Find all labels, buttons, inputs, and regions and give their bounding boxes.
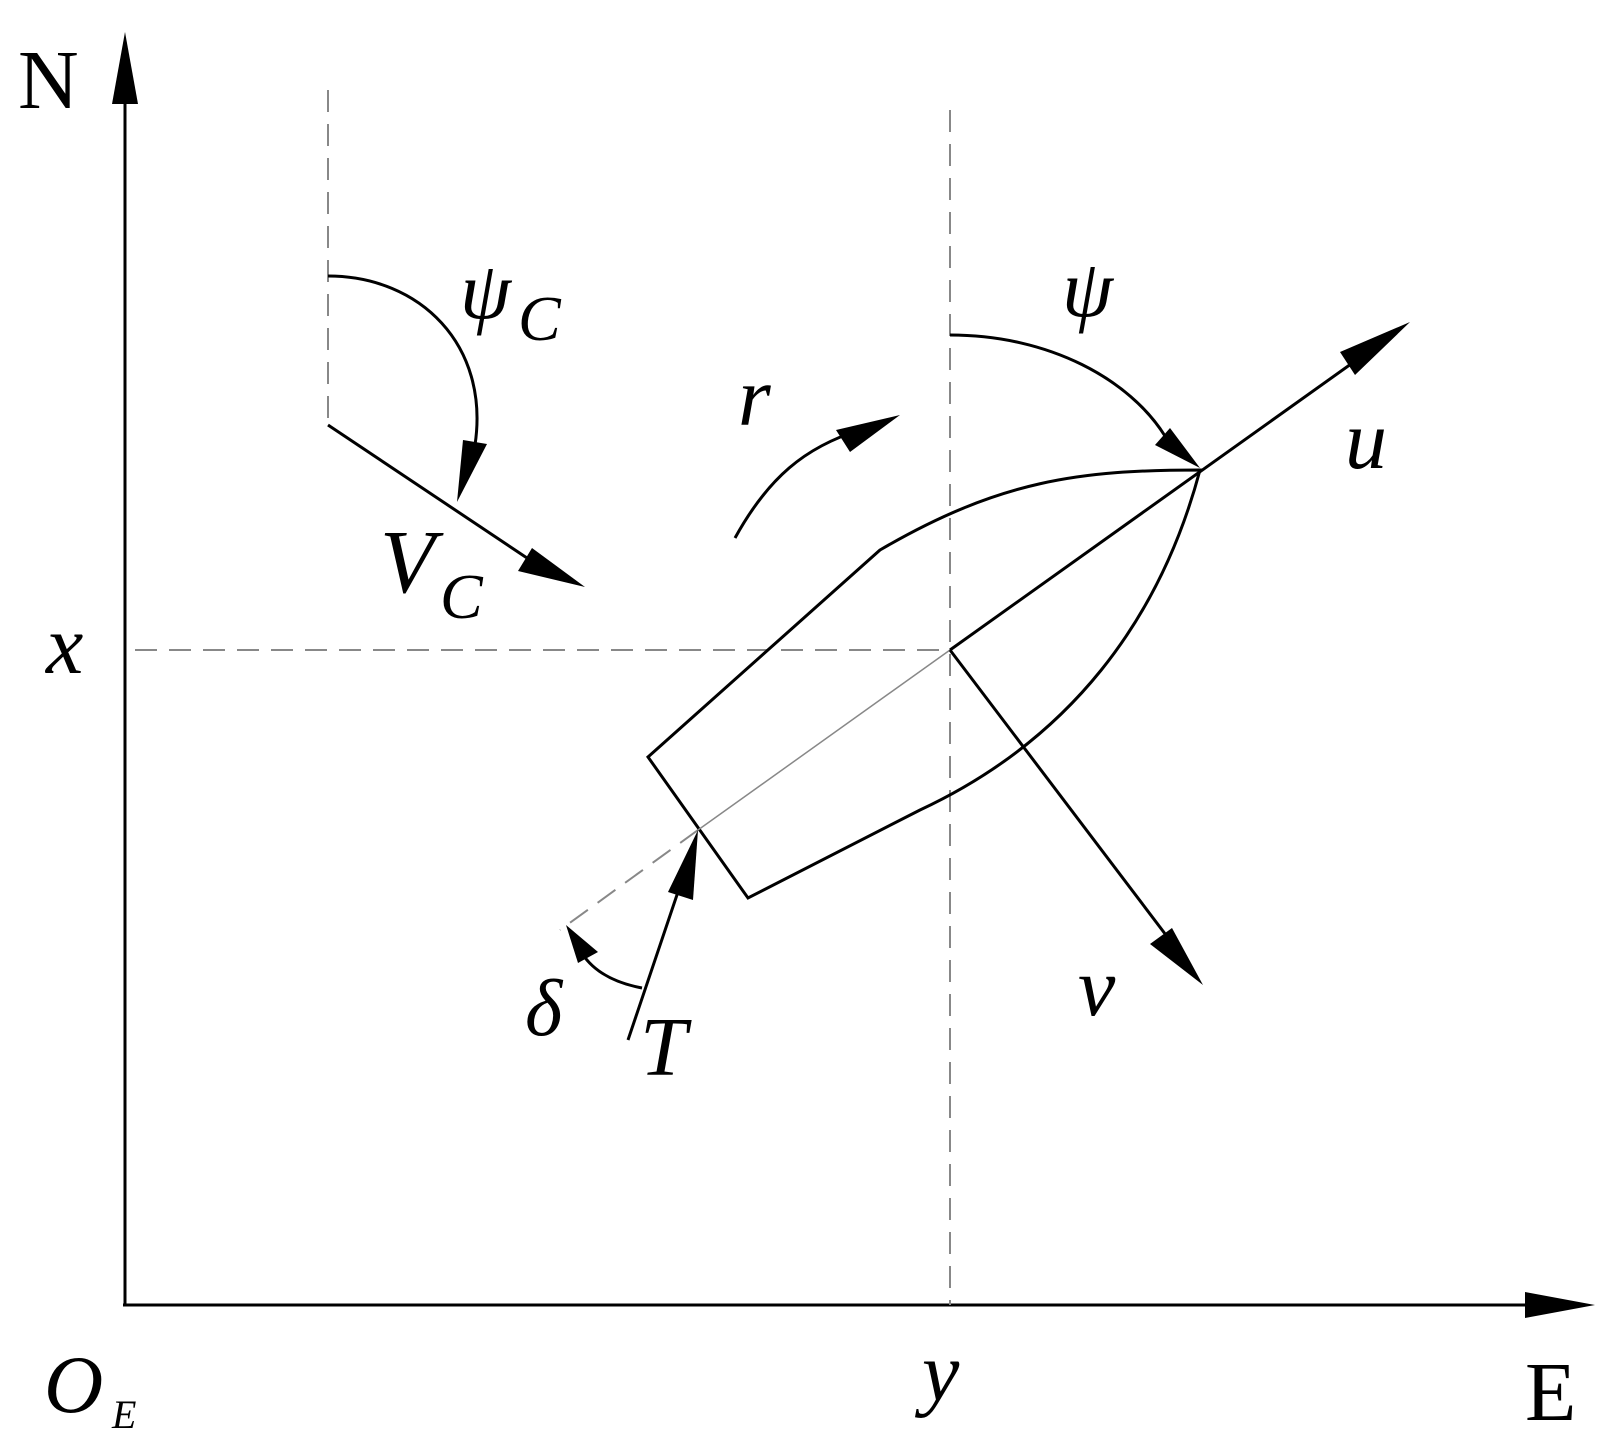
- east-label: E: [1525, 1346, 1576, 1431]
- north-label: N: [18, 34, 79, 127]
- current-angle-arrowhead: [457, 440, 487, 502]
- north-axis-arrowhead: [112, 32, 138, 104]
- east-axis-arrowhead: [1525, 1292, 1595, 1318]
- yaw-rate-label: r: [738, 351, 771, 444]
- current-angle-arc: [327, 274, 479, 446]
- current-velocity-subscript: C: [440, 561, 484, 632]
- thrust-arrowhead: [668, 830, 698, 900]
- thrust-angle-arrowhead: [566, 925, 598, 963]
- x-axis-value-label: x: [44, 599, 83, 692]
- current-angle-subscript: C: [518, 283, 562, 354]
- origin-subscript: E: [111, 1392, 136, 1431]
- surge-label: u: [1345, 394, 1387, 487]
- sway-arrowhead: [1150, 928, 1203, 985]
- current-velocity-vector: [327, 423, 546, 572]
- sway-axis: [948, 649, 1174, 944]
- yaw-rate-arc: [733, 428, 861, 539]
- yaw-rate-arrowhead: [836, 415, 900, 452]
- y-axis-value-label: y: [914, 1326, 960, 1419]
- surge-arrowhead: [1340, 322, 1410, 375]
- ship-centerline: [697, 649, 951, 831]
- heading-angle-label: ψ: [1062, 243, 1115, 334]
- thrust-label: T: [640, 1001, 692, 1094]
- heading-angle-arrowhead: [1155, 428, 1200, 468]
- heading-angle-arc: [949, 333, 1167, 437]
- sway-label: v: [1078, 941, 1116, 1034]
- current-angle-label: ψ: [460, 245, 513, 336]
- thrust-vector: [626, 879, 684, 1041]
- stern-extension-line: [559, 829, 699, 931]
- current-velocity-label: V: [380, 513, 444, 612]
- origin-label: O: [44, 1339, 103, 1430]
- ship-hull: [646, 468, 1202, 900]
- thrust-angle-label: δ: [525, 965, 564, 1053]
- surge-axis: [949, 352, 1366, 652]
- current-velocity-arrowhead: [518, 548, 585, 587]
